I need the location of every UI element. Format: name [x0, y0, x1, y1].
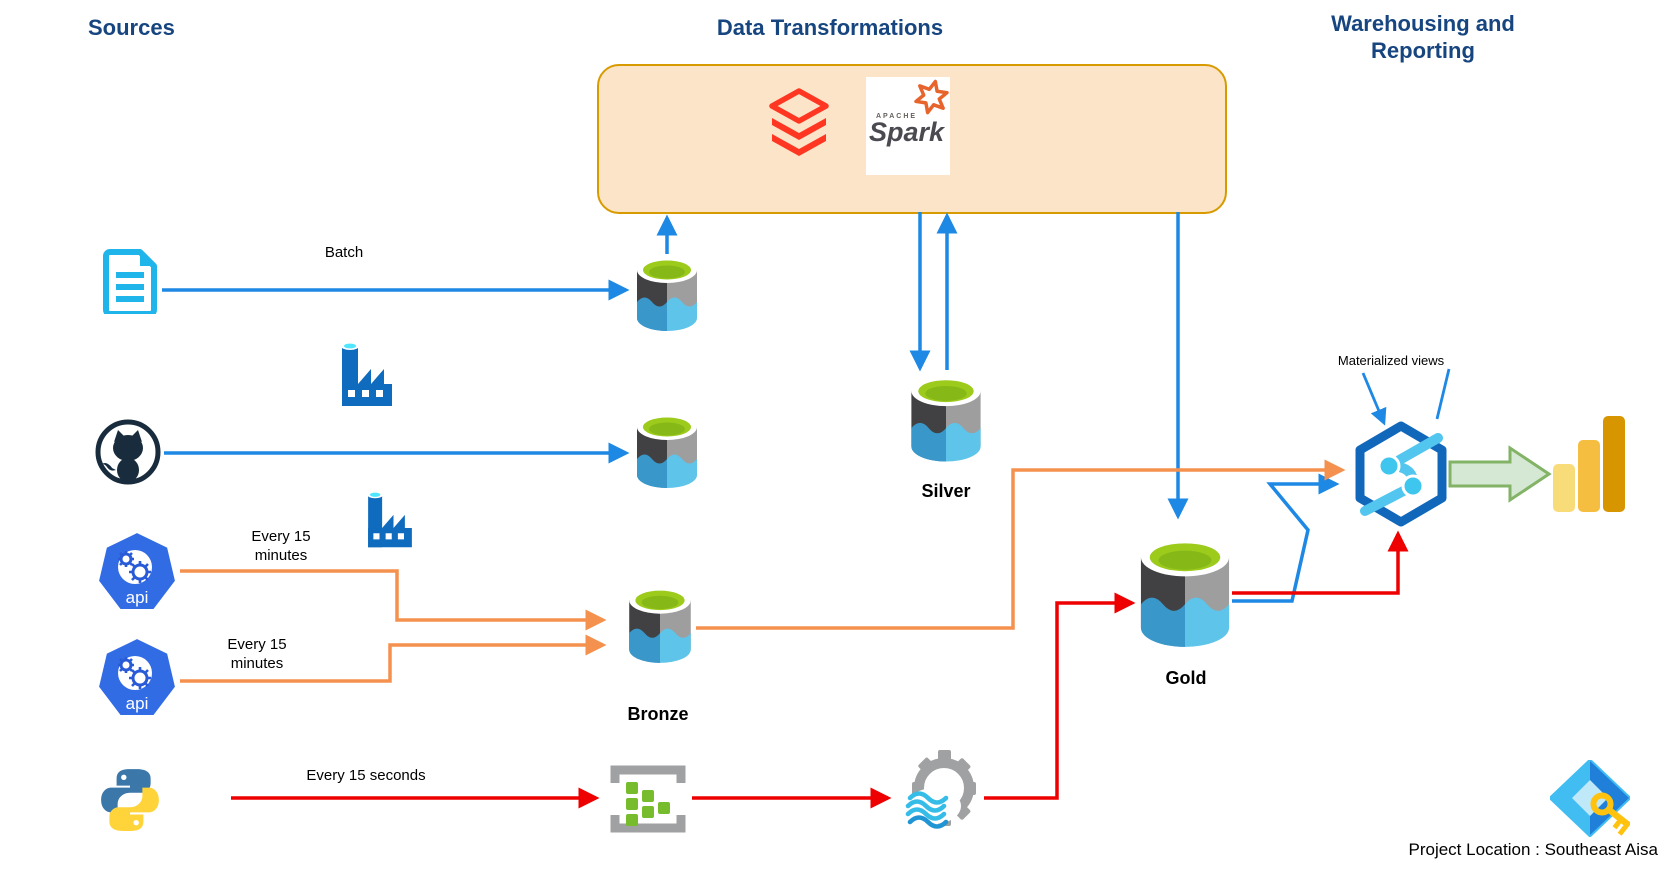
edge-gold-to-synapse-red: [1232, 530, 1409, 595]
every-15-minutes-label-1: Every 15 minutes: [251, 528, 311, 564]
materialized-views-label: Materialized views: [1337, 353, 1445, 368]
project-location-text: Project Location : Southeast Aisa: [1408, 840, 1659, 859]
gold-storage-icon: [1140, 538, 1230, 647]
synapse-to-powerbi-arrow: [1448, 445, 1552, 503]
landing-storage-icon-2: [637, 414, 697, 488]
data-factory-icon-2: [367, 491, 412, 548]
landing-storage-icon-1: [637, 257, 697, 331]
every-15-seconds-label: Every 15 seconds: [306, 767, 426, 784]
api-text-2: api: [126, 694, 149, 713]
data-factory-icon-1: [341, 342, 392, 406]
event-hubs-icon: [610, 765, 686, 833]
api-icon-1: api: [96, 530, 178, 611]
api-text-1: api: [126, 588, 149, 607]
transformations-heading: Data Transformations: [716, 15, 944, 40]
github-icon: [95, 419, 161, 485]
apache-text: APACHE: [876, 113, 918, 120]
synapse-icon: [1355, 421, 1447, 527]
python-icon: [101, 769, 159, 831]
edge-stream-to-gold: [984, 592, 1136, 800]
spark-star-icon: [914, 79, 949, 115]
silver-storage-icon: [911, 376, 981, 462]
materialized-views-annotation-line: [1435, 368, 1451, 420]
bronze-storage-icon: [629, 587, 691, 663]
edge-gold-to-synapse-blue: [1232, 473, 1340, 603]
apache-spark-logo: APACHE Spark: [866, 77, 950, 175]
edge-bronze-to-synapse: [696, 459, 1346, 630]
edge-api1-to-bronze: [180, 569, 607, 631]
gold-label: Gold: [1165, 668, 1207, 688]
warehousing-heading: Warehousing and Reporting: [1331, 11, 1515, 63]
every-15-minutes-label-2: Every 15 minutes: [227, 636, 287, 672]
silver-label: Silver: [921, 481, 971, 501]
materialized-views-annotation-arrow: [1361, 372, 1387, 426]
bronze-label: Bronze: [627, 704, 689, 724]
power-bi-icon: [1553, 416, 1625, 512]
identity-key-icon: [1550, 760, 1630, 837]
sources-heading: Sources: [88, 15, 175, 40]
spark-text: Spark: [869, 117, 945, 147]
api-icon-2: api: [96, 636, 178, 717]
databricks-icon: [769, 88, 829, 156]
document-icon: [103, 249, 157, 314]
batch-label: Batch: [324, 244, 364, 261]
stream-analytics-icon: [905, 750, 976, 829]
